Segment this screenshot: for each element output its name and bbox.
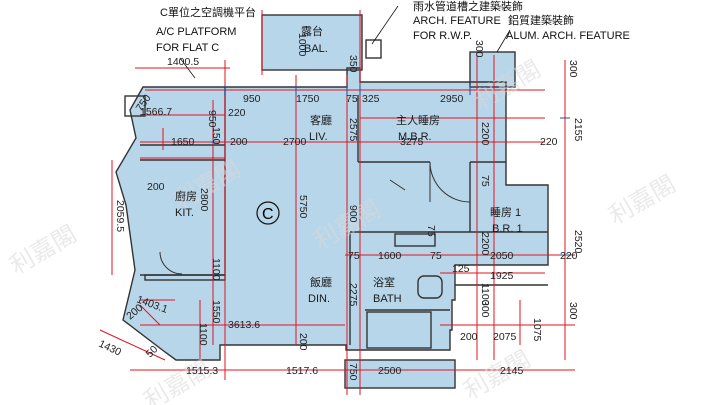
svg-text:利嘉閣: 利嘉閣 xyxy=(139,355,215,405)
dim-300-low: 300 xyxy=(567,302,579,320)
dim-2950: 2950 xyxy=(440,93,464,105)
dim-2200-mbr: 2200 xyxy=(479,122,491,146)
dim-1517-6: 1517.6 xyxy=(286,365,318,377)
floor-area xyxy=(116,15,548,388)
dim-200-bath: 200 xyxy=(460,331,478,343)
dim-1550: 1550 xyxy=(210,300,222,324)
alum-note-cn: 鋁質建築裝飾 xyxy=(508,13,574,27)
dim-300-br1: 300 xyxy=(479,300,491,318)
alum-leader xyxy=(496,29,511,53)
dim-2275: 2275 xyxy=(347,283,359,307)
liv-cn: 客廳 xyxy=(310,113,332,127)
bal-en: BAL. xyxy=(304,43,328,55)
liv-en: LIV. xyxy=(309,131,328,143)
bath-en: BATH xyxy=(373,293,402,305)
dim-1600: 1600 xyxy=(378,250,402,262)
kit-en: KIT. xyxy=(175,207,194,219)
dim-2155: 2155 xyxy=(572,118,584,142)
dim-200-din: 200 xyxy=(297,333,309,351)
dim-75-top: 75 xyxy=(346,93,358,105)
dim-300-right: 300 xyxy=(567,60,579,78)
dim-1566-7: 1566.7 xyxy=(140,106,172,118)
kit-cn: 廚房 xyxy=(175,189,197,203)
rwp-note-en2: FOR R.W.P. xyxy=(413,30,472,42)
dim-5750: 5750 xyxy=(297,195,309,219)
dim-2050: 2050 xyxy=(490,250,514,262)
dim-1100-kit: 1100 xyxy=(210,258,222,281)
dim-1100-br1: 1100 xyxy=(479,283,491,306)
bal-cn: 露台 xyxy=(301,24,323,38)
dim-200-left: 200 xyxy=(230,136,248,148)
din-en: DIN. xyxy=(308,293,330,305)
br1-cn: 睡房 1 xyxy=(490,206,521,219)
flat-marker-circle xyxy=(256,201,280,225)
dim-1075: 1075 xyxy=(531,318,543,342)
rwp-note-cn: 雨水管道槽之建築裝飾 xyxy=(413,0,523,13)
din-cn: 飯廳 xyxy=(310,275,332,289)
dim-950-top: 950 xyxy=(243,93,261,105)
dim-2575: 2575 xyxy=(347,118,359,142)
dimension-labels: 1400.5 1566.7 950 1750 75 325 2950 220 2… xyxy=(97,56,578,377)
ac-note-cn: C單位之空調機平台 xyxy=(160,5,256,19)
bath-cn: 浴室 xyxy=(373,275,395,289)
dim-2075: 2075 xyxy=(493,331,517,343)
dim-325: 325 xyxy=(362,93,380,105)
dim-2500: 2500 xyxy=(378,365,402,377)
dim-1650: 1650 xyxy=(171,136,195,148)
dim-2059-5: 2059.5 xyxy=(114,200,126,232)
mbr-cn: 主人睡房 xyxy=(396,114,440,127)
dim-2700: 2700 xyxy=(283,136,307,148)
ac-note-en2: FOR FLAT C xyxy=(156,42,219,54)
br1-en: B.R. 1 xyxy=(492,223,523,235)
dim-220-right: 220 xyxy=(540,136,558,148)
dimension-labels-vertical: 750 950 1000 350 300 300 2155 150 2575 2… xyxy=(114,33,584,381)
door-swings xyxy=(159,161,471,275)
dim-75-mid: 75 xyxy=(348,250,360,262)
dim-3613-6: 3613.6 xyxy=(228,319,260,331)
flat-marker: C xyxy=(262,206,274,223)
ac-note-en1: A/C PLATFORM xyxy=(156,26,236,38)
dim-75-right: 75 xyxy=(479,175,491,187)
dim-220-br1: 220 xyxy=(560,250,578,262)
dim-1430: 1430 xyxy=(97,338,123,359)
dim-2520: 2520 xyxy=(572,230,584,254)
dim-125: 125 xyxy=(452,263,470,275)
dim-1400-5: 1400.5 xyxy=(167,56,199,68)
svg-text:利嘉閣: 利嘉閣 xyxy=(604,170,680,230)
rwp-note-en1: ARCH. FEATURE xyxy=(413,15,501,27)
ac-leader xyxy=(179,57,196,79)
alum-note-en: ALUM. ARCH. FEATURE xyxy=(506,30,630,42)
mbr-en: M.B.R. xyxy=(398,131,432,143)
dim-2800: 2800 xyxy=(198,188,210,212)
dim-1925: 1925 xyxy=(490,270,514,282)
dim-1100-din: 1100 xyxy=(197,323,209,346)
dim-220-left: 220 xyxy=(228,107,246,119)
dim-2200-br1: 2200 xyxy=(479,232,491,256)
dim-350: 350 xyxy=(347,55,359,73)
dimension-ticks xyxy=(210,85,570,256)
svg-text:利嘉閣: 利嘉閣 xyxy=(5,220,81,280)
dim-950-vert: 950 xyxy=(206,110,218,128)
dim-1750: 1750 xyxy=(296,93,320,105)
dim-75-bath: 75 xyxy=(425,225,437,237)
dimension-lines xyxy=(99,10,575,395)
dim-300-top: 300 xyxy=(473,40,485,58)
svg-text:利嘉閣: 利嘉閣 xyxy=(459,345,535,405)
dim-1000: 1000 xyxy=(296,33,308,57)
rwp-leader xyxy=(371,5,399,45)
dim-1515-3: 1515.3 xyxy=(186,365,218,377)
dim-750-bottom: 750 xyxy=(347,363,359,381)
dim-75-mid2: 75 xyxy=(430,250,442,262)
dim-2145: 2145 xyxy=(500,365,524,377)
dim-3275: 3275 xyxy=(400,136,424,148)
dim-900: 900 xyxy=(347,205,359,223)
dim-200-kit: 200 xyxy=(147,181,165,193)
dim-150: 150 xyxy=(210,127,222,145)
